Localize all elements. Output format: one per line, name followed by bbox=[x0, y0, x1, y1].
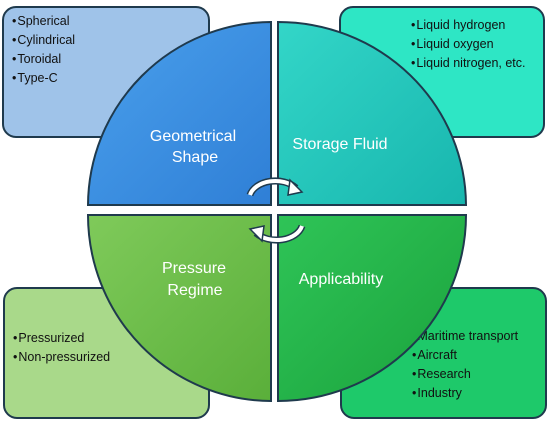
shape-list: Spherical Cylindrical Toroidal Type-C bbox=[12, 12, 200, 88]
list-item: Industry bbox=[412, 384, 537, 403]
list-item: Toroidal bbox=[12, 50, 200, 69]
list-item: Spherical bbox=[12, 12, 200, 31]
quadrant-label-storage-fluid: Storage Fluid bbox=[292, 136, 387, 153]
applicability-list: Maritime transport Aircraft Research Ind… bbox=[412, 327, 537, 403]
cycle-arrows-icon bbox=[246, 177, 306, 244]
fluid-list: Liquid hydrogen Liquid oxygen Liquid nit… bbox=[411, 16, 535, 73]
list-item: Research bbox=[412, 365, 537, 384]
quadrant-pressure-regime bbox=[86, 214, 272, 403]
quadrant-label-shape: Shape bbox=[172, 149, 218, 166]
list-item: Liquid nitrogen, etc. bbox=[411, 54, 535, 73]
list-item: Pressurized bbox=[13, 329, 200, 348]
quadrant-label-geometrical: Geometrical bbox=[150, 128, 236, 145]
quadrant-label-pressure: Pressure bbox=[162, 260, 226, 277]
list-item: Type-C bbox=[12, 69, 200, 88]
list-item: Liquid hydrogen bbox=[411, 16, 535, 35]
pressure-list: Pressurized Non-pressurized bbox=[13, 329, 200, 367]
quadrant-storage-fluid bbox=[277, 20, 468, 206]
quadrant-geometrical-shape bbox=[86, 20, 272, 206]
list-item: Maritime transport bbox=[412, 327, 537, 346]
quadrant-applicability bbox=[277, 214, 468, 403]
list-item: Liquid oxygen bbox=[411, 35, 535, 54]
list-item: Aircraft bbox=[412, 346, 537, 365]
list-item: Non-pressurized bbox=[13, 348, 200, 367]
quadrant-label-applicability: Applicability bbox=[299, 271, 383, 288]
list-item: Cylindrical bbox=[12, 31, 200, 50]
quadrant-label-regime: Regime bbox=[167, 282, 222, 299]
